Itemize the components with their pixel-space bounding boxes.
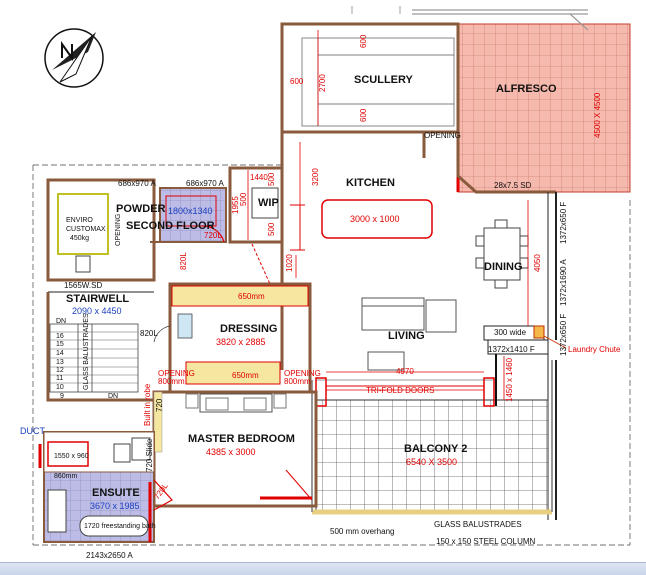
- note-window-1372-c: 1372x650 F: [559, 314, 568, 356]
- stair-treads: [50, 331, 138, 384]
- note-dn-bottom: DN: [108, 393, 118, 400]
- note-trifold-doors: TRI-FOLD DOORS: [366, 386, 434, 395]
- dim-1450: 1450 x 1460: [505, 357, 514, 402]
- balcony-area: [315, 399, 549, 511]
- dim-1020: 1020: [285, 254, 294, 272]
- window-status-bar: [0, 562, 646, 575]
- dim-650-b: 650mm: [232, 371, 259, 380]
- dim-1800: 1800x1340: [168, 206, 213, 216]
- label-stairwell-size: 2090 x 4450: [72, 306, 122, 316]
- dim-1440: 1440: [250, 173, 268, 182]
- note-overhang: 500 mm overhang: [330, 527, 394, 536]
- dim-4970: 4970: [396, 367, 414, 376]
- label-alfresco: ALFRESCO: [496, 83, 557, 95]
- label-second-floor: SECOND FLOOR: [126, 220, 215, 232]
- note-steel-column: 150 x 150 STEEL COLUMN: [436, 537, 536, 546]
- dim-500-a: 500: [267, 172, 276, 186]
- label-kitchen: KITCHEN: [346, 177, 395, 189]
- laundry-chute: [533, 325, 545, 339]
- note-bath: 1720 freestanding bath: [84, 523, 156, 530]
- label-master-bedroom: MASTER BEDROOM: [188, 433, 295, 445]
- dim-500-b: 500: [239, 192, 248, 206]
- label-living: LIVING: [388, 330, 425, 342]
- dim-1955: 1955: [231, 196, 240, 214]
- note-sd28: 28x7.5 SD: [494, 181, 532, 190]
- dim-600-top: 600: [359, 34, 368, 48]
- note-window-1372-d: 1372x1410 F: [488, 345, 535, 354]
- dim-500-c: 500: [267, 222, 276, 236]
- note-1565wsd: 1565W.SD: [64, 281, 102, 290]
- stair-step-numbers: 16 15 14 13 12 11 10 9: [56, 333, 64, 400]
- stair-step-10: 10: [56, 384, 64, 391]
- label-powder: POWDER: [116, 203, 166, 215]
- living-sofa: [361, 297, 457, 371]
- label-master-bedroom-size: 4385 x 3000: [206, 447, 256, 457]
- stair-step-16: 16: [56, 333, 64, 340]
- dim-720: 720: [155, 398, 164, 412]
- dim-2700: 2700: [318, 74, 327, 92]
- note-opening-scullery: OPENING: [424, 131, 461, 140]
- note-opening-vertical: OPENING: [115, 214, 122, 246]
- label-dressing: DRESSING: [220, 323, 277, 335]
- note-720-slide: 720 Slide: [145, 438, 154, 472]
- stair-step-14: 14: [56, 350, 64, 357]
- label-dining: DINING: [484, 261, 523, 273]
- note-300-wide: 300 wide: [494, 328, 527, 337]
- dim-820l-a: 820L: [179, 252, 188, 270]
- dim-720l-a: 720L: [204, 231, 222, 240]
- alfresco-area: [457, 23, 631, 193]
- label-wip: WIP: [258, 197, 279, 209]
- kitchen-island: [321, 199, 433, 239]
- dim-4500: 4500 X 4500: [593, 92, 602, 138]
- label-balcony: BALCONY 2: [404, 443, 467, 455]
- note-window-686-a: 686x970 A: [118, 179, 156, 188]
- dim-650-a: 650mm: [238, 292, 265, 301]
- stair-step-15: 15: [56, 341, 64, 348]
- note-window-2143: 2143x2650 A: [86, 551, 133, 560]
- stair-step-13: 13: [56, 359, 64, 366]
- note-laundry-chute: Laundry Chute: [568, 345, 621, 354]
- dim-4050: 4050: [533, 254, 542, 272]
- note-glass-balustrades: GLASS BALUSTRADES: [434, 520, 522, 529]
- label-balcony-size: 6540 X 3500: [406, 457, 457, 467]
- note-window-1372-b: 1372x1690 A: [559, 259, 568, 306]
- label-ensuite-size: 3670 x 1985: [90, 501, 140, 511]
- note-window-1372-a: 1372x650 F: [559, 202, 568, 244]
- dim-600-left: 600: [290, 77, 304, 86]
- label-stairwell: STAIRWELL: [66, 293, 129, 305]
- note-window-686-b: 686x970 A: [186, 179, 224, 188]
- note-duct: DUCT: [20, 426, 45, 436]
- stair-step-9: 9: [60, 393, 64, 400]
- note-shower: 1550 x 960: [54, 453, 89, 460]
- label-scullery: SCULLERY: [354, 74, 414, 86]
- note-glass-balustrades-stair: GLASS BALUSTRADES: [83, 313, 90, 390]
- label-island-size: 3000 x 1000: [350, 214, 400, 224]
- dim-820l-b: 820L: [140, 329, 158, 338]
- dining-table: [475, 219, 529, 289]
- stair-step-12: 12: [56, 367, 64, 374]
- note-860mm: 860mm: [54, 473, 78, 480]
- dim-600-mid: 600: [359, 108, 368, 122]
- stair-step-11: 11: [56, 375, 63, 382]
- dim-3200: 3200: [311, 168, 320, 186]
- compass-icon: [44, 28, 104, 88]
- note-built-in-robe: Built in robe: [143, 383, 152, 426]
- label-ensuite: ENSUITE: [92, 487, 140, 499]
- bed: [185, 393, 287, 413]
- note-dn-top: DN: [56, 318, 66, 325]
- label-dressing-size: 3820 x 2885: [216, 337, 266, 347]
